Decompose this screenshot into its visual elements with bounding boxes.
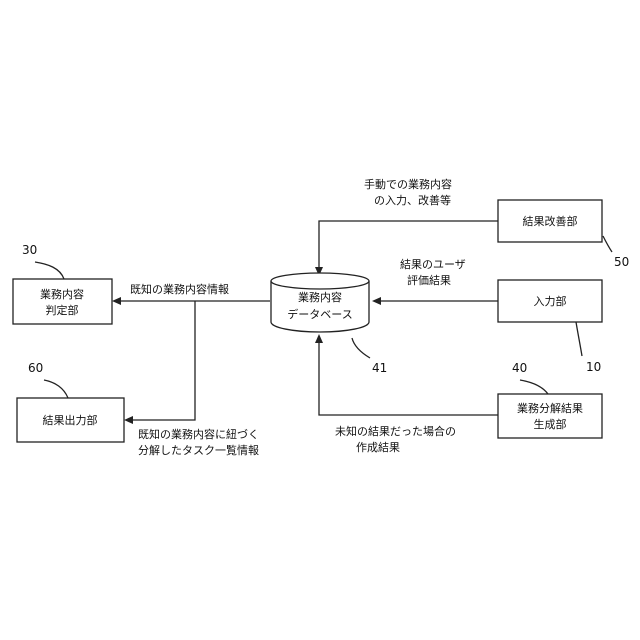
output-block: 結果出力部 — [17, 398, 124, 442]
task-list-label-1: 既知の業務内容に紐づく — [138, 427, 259, 441]
judge-block: 業務内容 判定部 — [13, 279, 112, 324]
ref-numeral-improve: 50 — [614, 255, 629, 269]
ref-numeral-judge: 30 — [22, 243, 37, 257]
known-info-label: 既知の業務内容情報 — [130, 282, 229, 296]
input-block-label: 入力部 — [534, 294, 567, 308]
connector-db-to-output — [132, 301, 195, 420]
decompose-block-label-2: 生成部 — [534, 417, 567, 431]
decompose-block-label-1: 業務分解結果 — [517, 401, 583, 415]
task-list-label-2: 分解したタスク一覧情報 — [138, 443, 259, 457]
arrowhead-db-right — [372, 297, 381, 305]
improve-block: 結果改善部 — [498, 200, 602, 242]
judge-block-label-1: 業務内容 — [40, 287, 84, 301]
arrowhead-output — [124, 416, 133, 424]
unknown-result-label-1: 未知の結果だった場合の — [335, 424, 456, 438]
input-block: 入力部 — [498, 280, 602, 322]
user-eval-label-1: 結果のユーザ — [400, 257, 466, 271]
ref-numeral-decompose: 40 — [512, 361, 527, 375]
leader-database — [352, 338, 370, 358]
unknown-result-label-2: 作成結果 — [356, 440, 400, 454]
manual-input-label-1: 手動での業務内容 — [364, 177, 452, 191]
judge-block-label-2: 判定部 — [46, 303, 79, 317]
ref-numeral-input: 10 — [586, 360, 601, 374]
leader-decompose — [520, 380, 548, 394]
decompose-block: 業務分解結果 生成部 — [498, 394, 602, 438]
leader-judge — [35, 262, 64, 279]
database-label-1: 業務内容 — [298, 290, 342, 304]
leader-input — [576, 322, 582, 356]
leader-improve — [603, 236, 612, 252]
database-cylinder: 業務内容 データベース — [271, 273, 369, 332]
ref-numeral-database: 41 — [372, 361, 387, 375]
improve-block-label: 結果改善部 — [523, 214, 578, 228]
leader-output — [44, 380, 68, 398]
connector-decompose-to-db — [319, 342, 498, 415]
arrowhead-judge — [112, 297, 121, 305]
output-block-label: 結果出力部 — [43, 413, 98, 427]
manual-input-label-2: の入力、改善等 — [374, 193, 451, 207]
ref-numeral-output: 60 — [28, 361, 43, 375]
database-label-2: データベース — [287, 307, 352, 321]
user-eval-label-2: 評価結果 — [407, 273, 451, 287]
arrowhead-db-bottom — [315, 334, 323, 343]
